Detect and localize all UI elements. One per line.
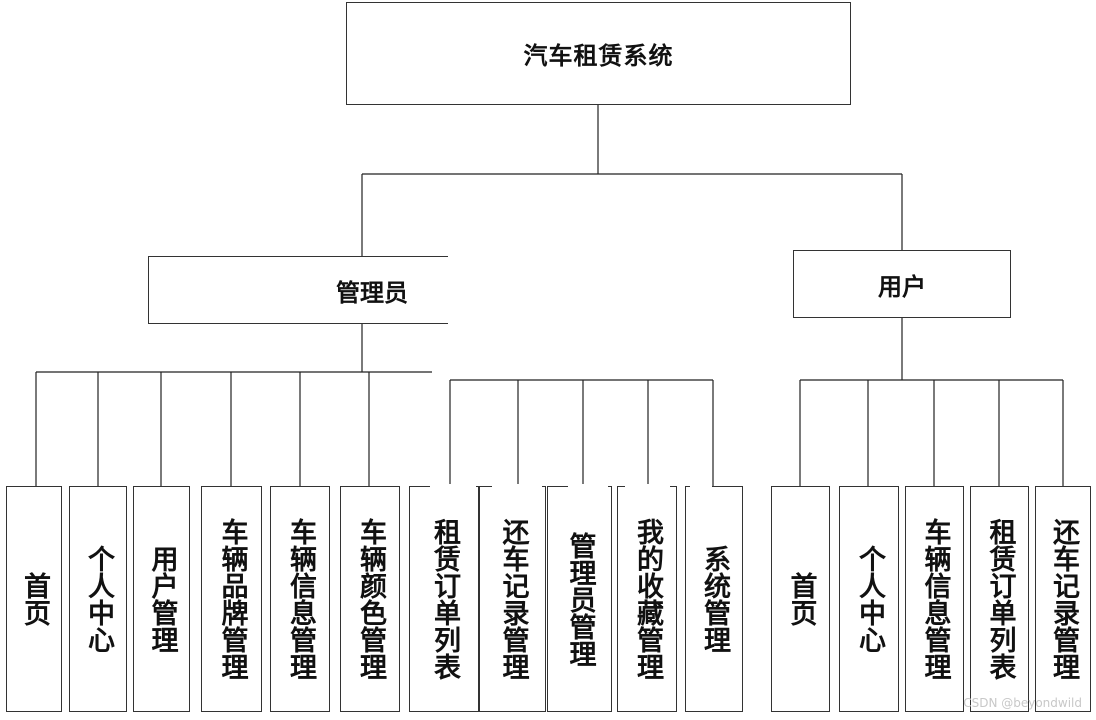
leaf-label: 管理员管理 — [564, 531, 596, 667]
leaf-label: 租赁订单列表 — [984, 518, 1016, 680]
admin-label: 管理员 — [336, 278, 408, 307]
admin-leaf-brand-mgmt: 车辆品牌管理 — [201, 486, 262, 712]
leaf-label: 车辆信息管理 — [285, 518, 316, 680]
root-node: 汽车租赁系统 — [346, 2, 851, 105]
user-label: 用户 — [878, 272, 926, 301]
admin-leaf-admin-mgmt: 管理员管理 — [547, 486, 612, 712]
leaf-label: 车辆信息管理 — [919, 518, 951, 680]
leaf-label: 还车记录管理 — [1048, 518, 1079, 680]
gap-mask — [625, 484, 670, 488]
leaf-label: 系统管理 — [699, 545, 730, 653]
root-label: 汽车租赁系统 — [523, 42, 674, 70]
user-leaf-vehicle-mgmt: 车辆信息管理 — [905, 486, 964, 712]
admin-node: 管理员 — [148, 256, 448, 324]
gap-mask — [430, 484, 476, 488]
user-node: 用户 — [793, 250, 1011, 318]
leaf-label: 个人中心 — [854, 545, 885, 653]
admin-leaf-vehicle-mgmt: 车辆信息管理 — [270, 486, 330, 712]
leaf-label: 首页 — [19, 572, 50, 626]
user-leaf-return-records: 还车记录管理 — [1035, 486, 1091, 712]
admin-leaf-return-records: 还车记录管理 — [479, 486, 546, 712]
user-leaf-rental-orders: 租赁订单列表 — [970, 486, 1029, 712]
leaf-label: 个人中心 — [83, 545, 114, 653]
leaf-label: 还车记录管理 — [497, 518, 529, 680]
gap-mask — [690, 484, 712, 488]
admin-leaf-home: 首页 — [6, 486, 62, 712]
admin-leaf-rental-orders: 租赁订单列表 — [409, 486, 479, 712]
admin-leaf-favorites-mgmt: 我的收藏管理 — [617, 486, 677, 712]
user-leaf-home: 首页 — [771, 486, 830, 712]
leaf-label: 首页 — [785, 572, 817, 626]
gap-mask — [568, 484, 608, 488]
admin-leaf-system-mgmt: 系统管理 — [685, 486, 743, 712]
watermark: CSDN @beyondwild — [963, 696, 1082, 710]
admin-leaf-user-mgmt: 用户管理 — [133, 486, 190, 712]
leaf-label: 用户管理 — [146, 545, 178, 653]
gap-mask — [492, 484, 542, 488]
admin-leaf-profile: 个人中心 — [69, 486, 127, 712]
leaf-label: 租赁订单列表 — [429, 518, 460, 680]
leaf-label: 车辆品牌管理 — [216, 518, 248, 680]
leaf-label: 车辆颜色管理 — [355, 518, 386, 680]
leaf-label: 我的收藏管理 — [632, 518, 663, 680]
user-leaf-profile: 个人中心 — [839, 486, 899, 712]
admin-leaf-color-mgmt: 车辆颜色管理 — [340, 486, 400, 712]
